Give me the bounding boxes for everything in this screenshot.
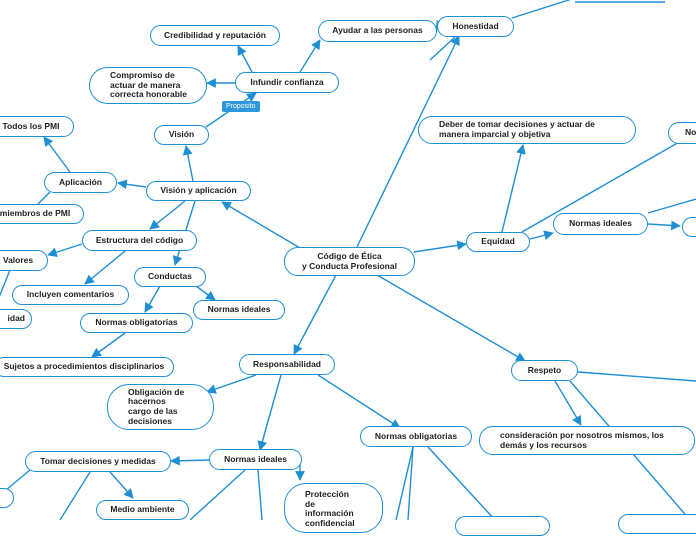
node-valores[interactable]: Valores [0, 250, 48, 271]
node-aplicacion[interactable]: Aplicación [44, 172, 117, 193]
node-infundir[interactable]: Infundir confianza [235, 72, 339, 93]
edge-vap-estructura [149, 200, 186, 230]
edge-estructura-valores [47, 243, 83, 257]
edge-honestidad-offscreen-top2 [429, 36, 456, 61]
node-compromiso[interactable]: Compromiso de actuar de manera correcta … [89, 67, 207, 104]
edge-normas-eq-right2 [647, 220, 681, 231]
edge-no-down1 [395, 446, 414, 520]
node-normas-ideales-conductas[interactable]: Normas ideales [193, 300, 285, 320]
node-proteccion[interactable]: Protección de información confidencial [284, 483, 383, 533]
edge-central-honestidad [356, 35, 460, 248]
node-miembros-pmi[interactable]: miembros de PMI [0, 204, 84, 224]
node-vision-aplicacion[interactable]: Visión y aplicación [146, 181, 251, 201]
node-todos-pmi[interactable]: Todos los PMI [0, 116, 74, 137]
node-ayudar[interactable]: Ayudar a las personas [318, 20, 437, 42]
node-respeto[interactable]: Respeto [511, 360, 578, 381]
edge-tomar-down1 [5, 469, 31, 491]
edge-normas-eq-right1 [647, 198, 696, 214]
node-responsabilidad[interactable]: Responsabilidad [239, 354, 335, 375]
node-normas-ideales-resp[interactable]: Normas ideales [209, 449, 302, 470]
node-conductas[interactable]: Conductas [134, 267, 206, 287]
edge-vap-vision [182, 145, 194, 182]
edge-resp-normas-oblig [317, 374, 401, 429]
node-idad[interactable]: idad [0, 309, 32, 329]
edge-equidad-normas [529, 230, 554, 240]
edge-infundir-ayudar [299, 39, 321, 73]
edge-tomar-down2 [59, 471, 91, 520]
edge-vap-aplicacion [117, 179, 147, 190]
edge-aplicacion-todos [43, 136, 71, 173]
edge-normas-oblig-sujetos [91, 332, 126, 358]
node-normas-obligatorias-conductas[interactable]: Normas obligatorias [80, 313, 193, 333]
node-bottom-partial-2[interactable] [618, 514, 696, 534]
edge-resp-obligacion [206, 374, 257, 394]
edge-aplicacion-miembros [37, 191, 51, 205]
edge-respeto-consideracion [554, 380, 582, 426]
edge-central-responsabilidad [293, 274, 337, 355]
tag-proposito[interactable]: Proposito [222, 101, 260, 112]
edge-tomar-medio [109, 471, 134, 499]
node-bottom-partial-1[interactable] [455, 516, 550, 536]
edge-estructura-comentarios [84, 250, 126, 285]
edge-conductas-normas-oblig [144, 285, 161, 313]
node-no[interactable]: No [668, 122, 696, 144]
node-medio-ambiente[interactable]: Medio ambiente [96, 500, 189, 520]
edge-ni-down2 [257, 469, 263, 520]
node-vision[interactable]: Visión [154, 125, 209, 145]
edge-central-vision-aplicacion [221, 201, 301, 249]
edge-ni-tomar [170, 455, 211, 466]
edge-no-down2 [407, 446, 414, 520]
edge-central-respeto [376, 274, 526, 362]
node-tomar[interactable]: Tomar decisiones y medidas [25, 451, 171, 472]
node-consideracion[interactable]: consideración por nosotros mismos, los d… [479, 426, 695, 455]
edge-respeto-right [577, 371, 696, 382]
node-deber[interactable]: Deber de tomar decisiones y actuar de ma… [418, 116, 636, 144]
node-sujetos[interactable]: Sujetos a procedimientos disciplinarios [0, 357, 174, 377]
node-normas-ideales-equidad[interactable]: Normas ideales [553, 213, 648, 235]
node-left-partial[interactable] [0, 488, 14, 508]
edge-ni-down1 [189, 469, 246, 520]
node-normas-obligatorias-resp[interactable]: Normas obligatorias [360, 426, 472, 447]
edge-no-down3 [427, 446, 496, 520]
node-honestidad[interactable]: Honestidad [437, 16, 514, 37]
node-estructura[interactable]: Estructura del código [82, 230, 197, 251]
edge-resp-normas-ideales [257, 374, 282, 451]
node-obligacion[interactable]: Obligación de hacernos cargo de las deci… [107, 384, 214, 430]
edge-equidad-no [521, 136, 689, 233]
edge-equidad-deber [501, 144, 526, 233]
edge-central-equidad [413, 240, 467, 253]
edge-infundir-credibilidad [237, 45, 253, 73]
central-topic[interactable]: Código de Ética y Conducta Profesional [284, 247, 415, 276]
edge-honestidad-offscreen-top [511, 0, 572, 19]
node-right-partial[interactable] [682, 217, 696, 237]
node-comentarios[interactable]: Incluyen comentarios [12, 285, 129, 305]
edge-conductas-normas-ideales [195, 285, 216, 301]
node-credibilidad[interactable]: Credibilidad y reputación [150, 25, 280, 46]
edge-valores-idad [0, 269, 11, 297]
node-equidad[interactable]: Equidad [466, 232, 530, 252]
